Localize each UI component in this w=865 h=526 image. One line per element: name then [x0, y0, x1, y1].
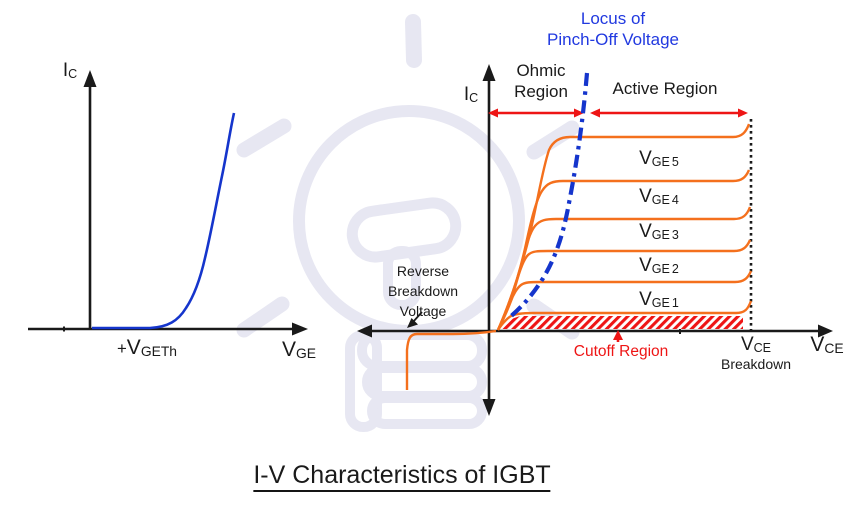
transfer-curves-group [92, 112, 236, 330]
curve-locus-of-pinch-off-voltage [507, 72, 590, 320]
label-main: V [810, 333, 825, 356]
cutoff-region-hatch [500, 316, 743, 329]
ohmic-label-line2: Region [514, 81, 568, 101]
label-prefix: + [116, 339, 127, 358]
curve-VGE1 [496, 270, 753, 331]
cutoff-region-label: Cutoff Region [573, 343, 669, 360]
ohmic-label-line1: Ohmic [516, 61, 566, 80]
bulb-ray-upper-left-icon [236, 118, 292, 158]
label-num: 5 [671, 155, 679, 169]
label-main: I [62, 60, 69, 81]
ohmic-arrow-right-head-icon [574, 108, 584, 118]
bulb-base-thumb-icon [345, 330, 382, 432]
label-num: 4 [671, 193, 679, 207]
label-main: V [281, 338, 296, 361]
label-main: V [639, 221, 652, 242]
active-arrow-right-head-icon [738, 108, 748, 118]
reverse-label-line3: Voltage [399, 303, 447, 319]
label-sub: GE [651, 262, 670, 276]
label-main: V [639, 148, 652, 169]
transfer-y-arrowhead-icon [83, 70, 97, 87]
bulb-ray-lower-left-icon [236, 296, 290, 338]
ohmic-arrow-left-head-icon [488, 108, 498, 118]
active-region-label: Active Region [612, 79, 718, 98]
output-x-right-arrowhead-icon [818, 324, 833, 338]
label-main: I [463, 84, 470, 105]
bulb-ray-upper-right-icon [526, 120, 580, 160]
reverse-breakdown-arrowhead-icon [407, 318, 418, 328]
label-sub: GE [295, 345, 317, 362]
ohmic-region-label: Ohmic Region [514, 61, 568, 102]
label-sub: CE [824, 340, 844, 357]
label-sub: C [68, 67, 78, 81]
output-y-axis-label: IC [464, 83, 478, 106]
label-sub: GE [651, 193, 670, 207]
cutoff-pointer-arrow [613, 330, 623, 342]
active-arrow-left-head-icon [590, 108, 600, 118]
locus-label-line1: Locus of [580, 9, 646, 28]
label-main: V [126, 336, 141, 359]
bulb-base-finger3-icon [367, 393, 487, 429]
reverse-label-line2: Breakdown [387, 283, 459, 299]
reverse-breakdown-voltage-label: Reverse Breakdown Voltage [388, 261, 458, 321]
label-main: V [740, 334, 754, 355]
label-sub: GE [651, 155, 670, 169]
bulb-ray-top-icon [405, 14, 422, 68]
reverse-label-line1: Reverse [396, 263, 450, 279]
label-sub: GE [651, 296, 670, 310]
output-curves-group [405, 72, 753, 390]
output-x-axis-label: VCE [810, 332, 843, 358]
region-range-arrows [488, 108, 748, 118]
curve-cutoff-boundary [497, 300, 753, 331]
label-num: 3 [671, 228, 679, 242]
figure-title: I-V Characteristics of IGBT [253, 460, 551, 492]
transfer-y-axis-label: IC [63, 59, 77, 82]
label-num: 1 [671, 296, 679, 310]
label-sub: C [469, 91, 479, 105]
output-x-left-arrowhead-icon [357, 324, 372, 338]
bulb-stem-icon [383, 246, 421, 310]
curve-reverse-breakdown [405, 329, 497, 390]
figure-title-text: I-V Characteristics of IGBT [253, 461, 551, 492]
output-chart-axes [357, 64, 833, 416]
output-y-down-arrowhead-icon [482, 399, 496, 416]
label-sub: GE [651, 228, 670, 242]
label-main: V [639, 186, 652, 207]
vce-breakdown-word: Breakdown [720, 356, 792, 373]
transfer-x-arrowhead-icon [292, 322, 308, 336]
curve-VGE3 [496, 206, 752, 331]
label-sub: CE [753, 341, 772, 355]
output-y-up-arrowhead-icon [482, 64, 496, 81]
locus-label-line2: Pinch-Off Voltage [547, 29, 679, 49]
label-main: V [639, 289, 652, 310]
threshold-voltage-label: +VGETh [117, 335, 177, 361]
reverse-breakdown-pointer-arrow [407, 311, 423, 328]
cutoff-arrowhead-icon [613, 330, 623, 340]
transfer-chart-axes [28, 70, 308, 336]
transfer-x-axis-label: VGE [282, 337, 316, 363]
label-main: V [639, 255, 652, 276]
label-sub: GETh [140, 343, 178, 360]
label-num: 2 [671, 262, 679, 276]
curve-collector-current-vs-gate-voltage [92, 112, 236, 330]
vce-breakdown-symbol: VCE [721, 333, 791, 356]
locus-of-pinch-off-label: Locus of Pinch-Off Voltage [547, 9, 679, 50]
vce-breakdown-label: VCE Breakdown [721, 333, 791, 373]
